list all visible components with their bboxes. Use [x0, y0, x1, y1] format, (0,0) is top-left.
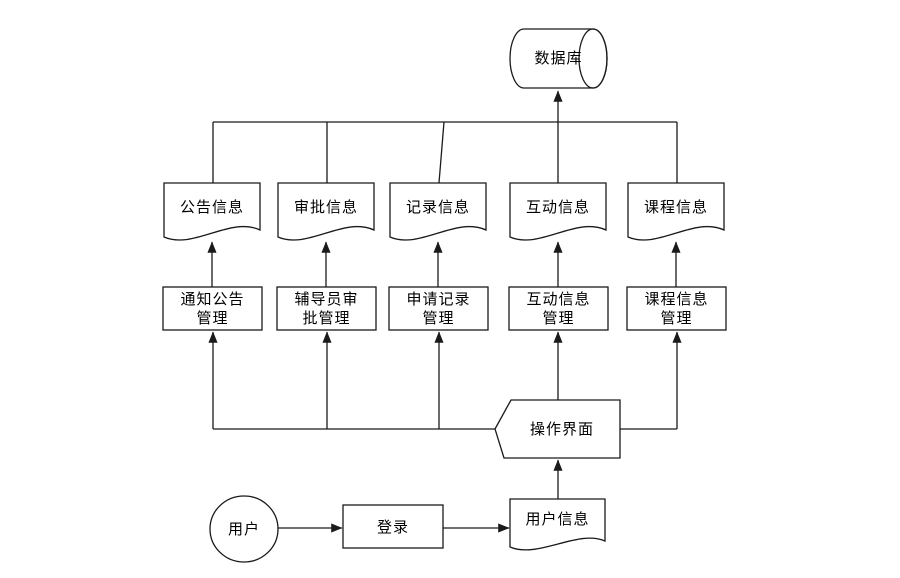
- manager-label-course: 课程信息 管理: [644, 290, 709, 327]
- document-label-announcement: 公告信息: [179, 198, 244, 216]
- user-info-node: [509, 498, 606, 551]
- manager-node-course: [626, 286, 727, 331]
- user-info-label: 用户信息: [525, 510, 590, 528]
- document-node-record: [389, 182, 487, 241]
- database-cylinder-cap: [578, 28, 608, 89]
- document-node-course: [627, 182, 725, 241]
- interface-node: [494, 399, 621, 459]
- login-label: 登录: [376, 518, 409, 536]
- document-label-interaction: 互动信息: [525, 198, 590, 216]
- document-node-approval: [277, 182, 375, 241]
- login-box: [342, 504, 444, 549]
- manager-label-notice: 通知公告 管理: [180, 290, 245, 327]
- document-label-record: 记录信息: [405, 198, 470, 216]
- manager-label-counselor-approval: 辅导员审 批管理: [294, 290, 359, 327]
- document-node-interaction: [509, 182, 607, 241]
- manager-node-application-record: [388, 286, 489, 331]
- document-label-course: 课程信息: [643, 198, 708, 216]
- manager-node-notice: [162, 286, 263, 331]
- manager-label-interaction: 互动信息 管理: [526, 290, 591, 327]
- database-label: 数据库: [534, 49, 583, 67]
- manager-label-application-record: 申请记录 管理: [406, 290, 471, 327]
- bus-drop-record: [438, 121, 445, 184]
- interface-label: 操作界面: [529, 420, 594, 438]
- document-node-announcement: [163, 182, 261, 241]
- user-label: 用户: [227, 520, 260, 538]
- user-circle: [209, 495, 279, 563]
- document-label-approval: 审批信息: [293, 198, 358, 216]
